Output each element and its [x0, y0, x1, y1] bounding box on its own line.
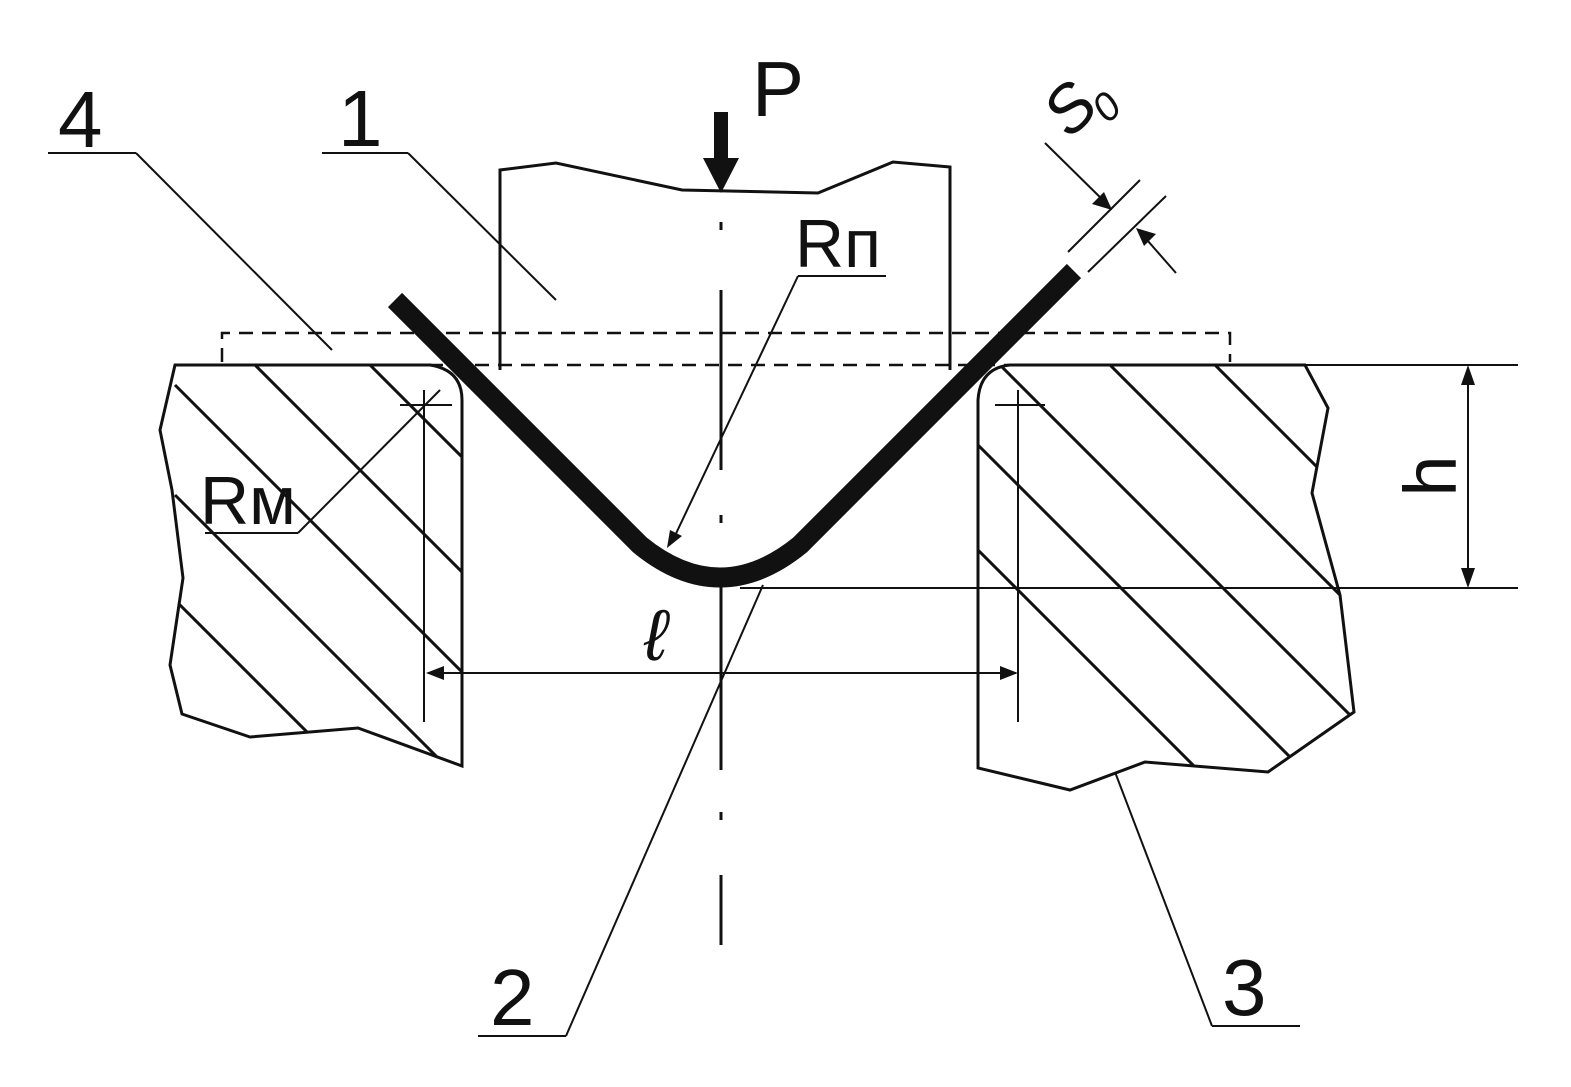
- left-die: [158, 363, 464, 769]
- right-die-center-marks: [995, 390, 1045, 722]
- punch-radius-label: Rп: [795, 206, 881, 282]
- span-label: ℓ: [643, 596, 670, 676]
- part-label-2: 2: [490, 953, 535, 1042]
- die-radius-leader: [205, 389, 452, 722]
- part-label-4: 4: [58, 75, 103, 164]
- punch-radius-leader: [667, 275, 886, 548]
- workpiece-strip-end-mark: [1064, 259, 1086, 281]
- part-label-3: 3: [1222, 943, 1267, 1032]
- right-die: [976, 363, 1356, 792]
- thickness-label: S 0: [1028, 66, 1131, 149]
- force-arrow: [703, 112, 739, 193]
- punch-outline: [498, 160, 952, 370]
- workpiece-strip: [387, 262, 1083, 588]
- part-label-1: 1: [338, 74, 383, 163]
- span-dimension: [426, 666, 1018, 680]
- die-radius-label: Rм: [200, 463, 296, 539]
- depth-dimension: [740, 364, 1518, 589]
- part-leaders: [48, 152, 1300, 1037]
- force-label: P: [752, 45, 804, 133]
- pressure-plate-dashed: [220, 331, 1232, 362]
- depth-label: h: [1389, 455, 1472, 496]
- thickness-dimension: [1044, 142, 1177, 274]
